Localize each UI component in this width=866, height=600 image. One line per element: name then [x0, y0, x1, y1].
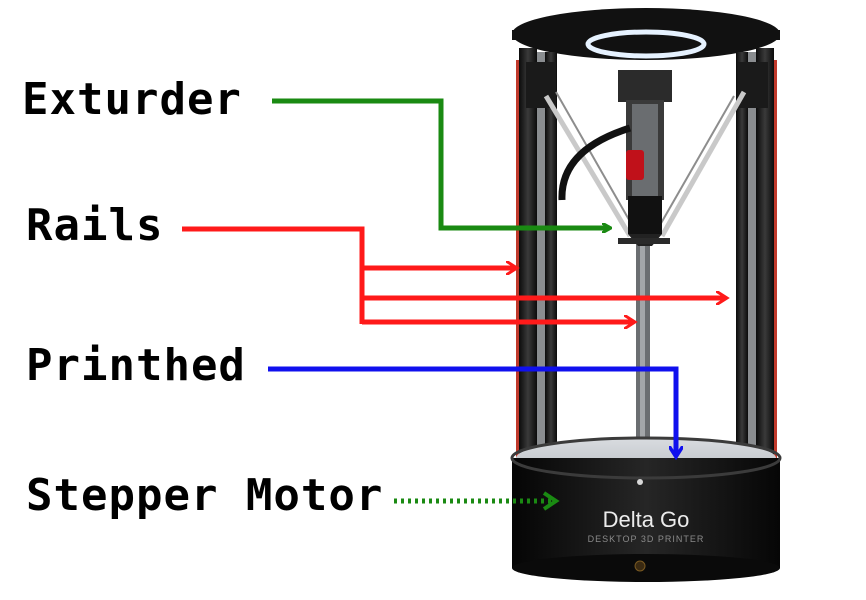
label-rails: Rails: [26, 200, 164, 251]
rails-arrows: [182, 226, 726, 324]
printer-tagline: DESKTOP 3D PRINTER: [588, 534, 705, 544]
label-stepper-motor: Stepper Motor: [26, 470, 384, 521]
label-printbed: Printhed: [26, 340, 246, 391]
rail-left-outer: [519, 48, 537, 478]
label-extruder: Exturder: [22, 74, 242, 125]
led-ring: [585, 29, 707, 59]
rail-right-outer: [756, 48, 774, 478]
extruder-arrow: [272, 98, 610, 228]
printer-base: [512, 458, 780, 568]
printer-brand: Delta Go: [603, 507, 690, 532]
printbed-arrow: [268, 366, 676, 456]
extruder-motor: [618, 70, 672, 102]
printer-photo: Delta Go DESKTOP 3D PRINTER: [510, 8, 782, 582]
